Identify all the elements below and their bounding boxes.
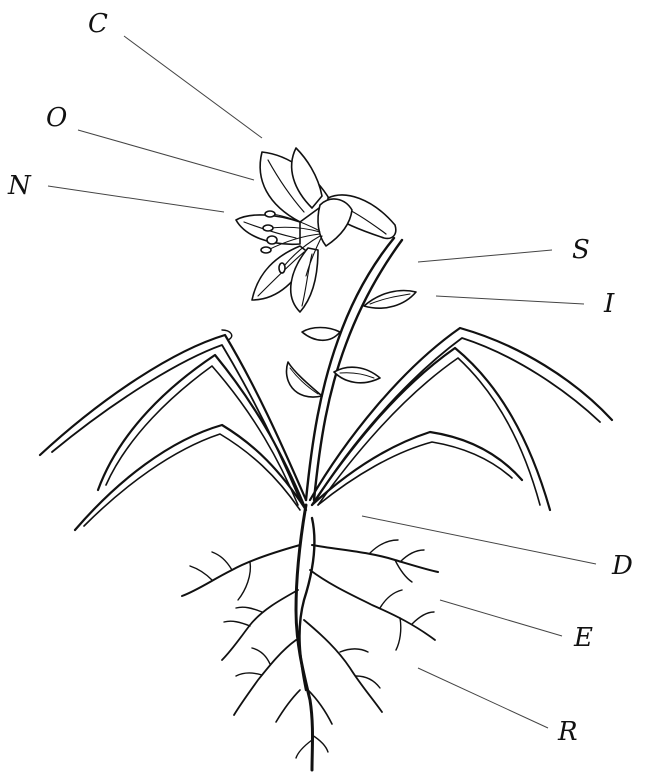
leader-i xyxy=(436,296,584,304)
part-labels: C O N S I D E R xyxy=(7,9,633,747)
label-s: S xyxy=(572,235,590,265)
label-d: D xyxy=(611,551,633,581)
leader-s xyxy=(418,250,552,262)
leader-lines xyxy=(48,36,596,728)
leader-r xyxy=(418,668,548,728)
root-system xyxy=(182,505,438,770)
leader-o xyxy=(78,130,254,180)
label-o: O xyxy=(46,103,67,133)
leader-n xyxy=(48,186,224,212)
label-c: C xyxy=(88,9,108,39)
label-e: E xyxy=(573,623,593,653)
label-i: I xyxy=(603,289,615,319)
leaf-blades xyxy=(40,328,612,530)
label-r: R xyxy=(557,717,578,747)
leader-e xyxy=(440,600,562,636)
label-n: N xyxy=(7,171,32,201)
leader-c xyxy=(124,36,262,138)
